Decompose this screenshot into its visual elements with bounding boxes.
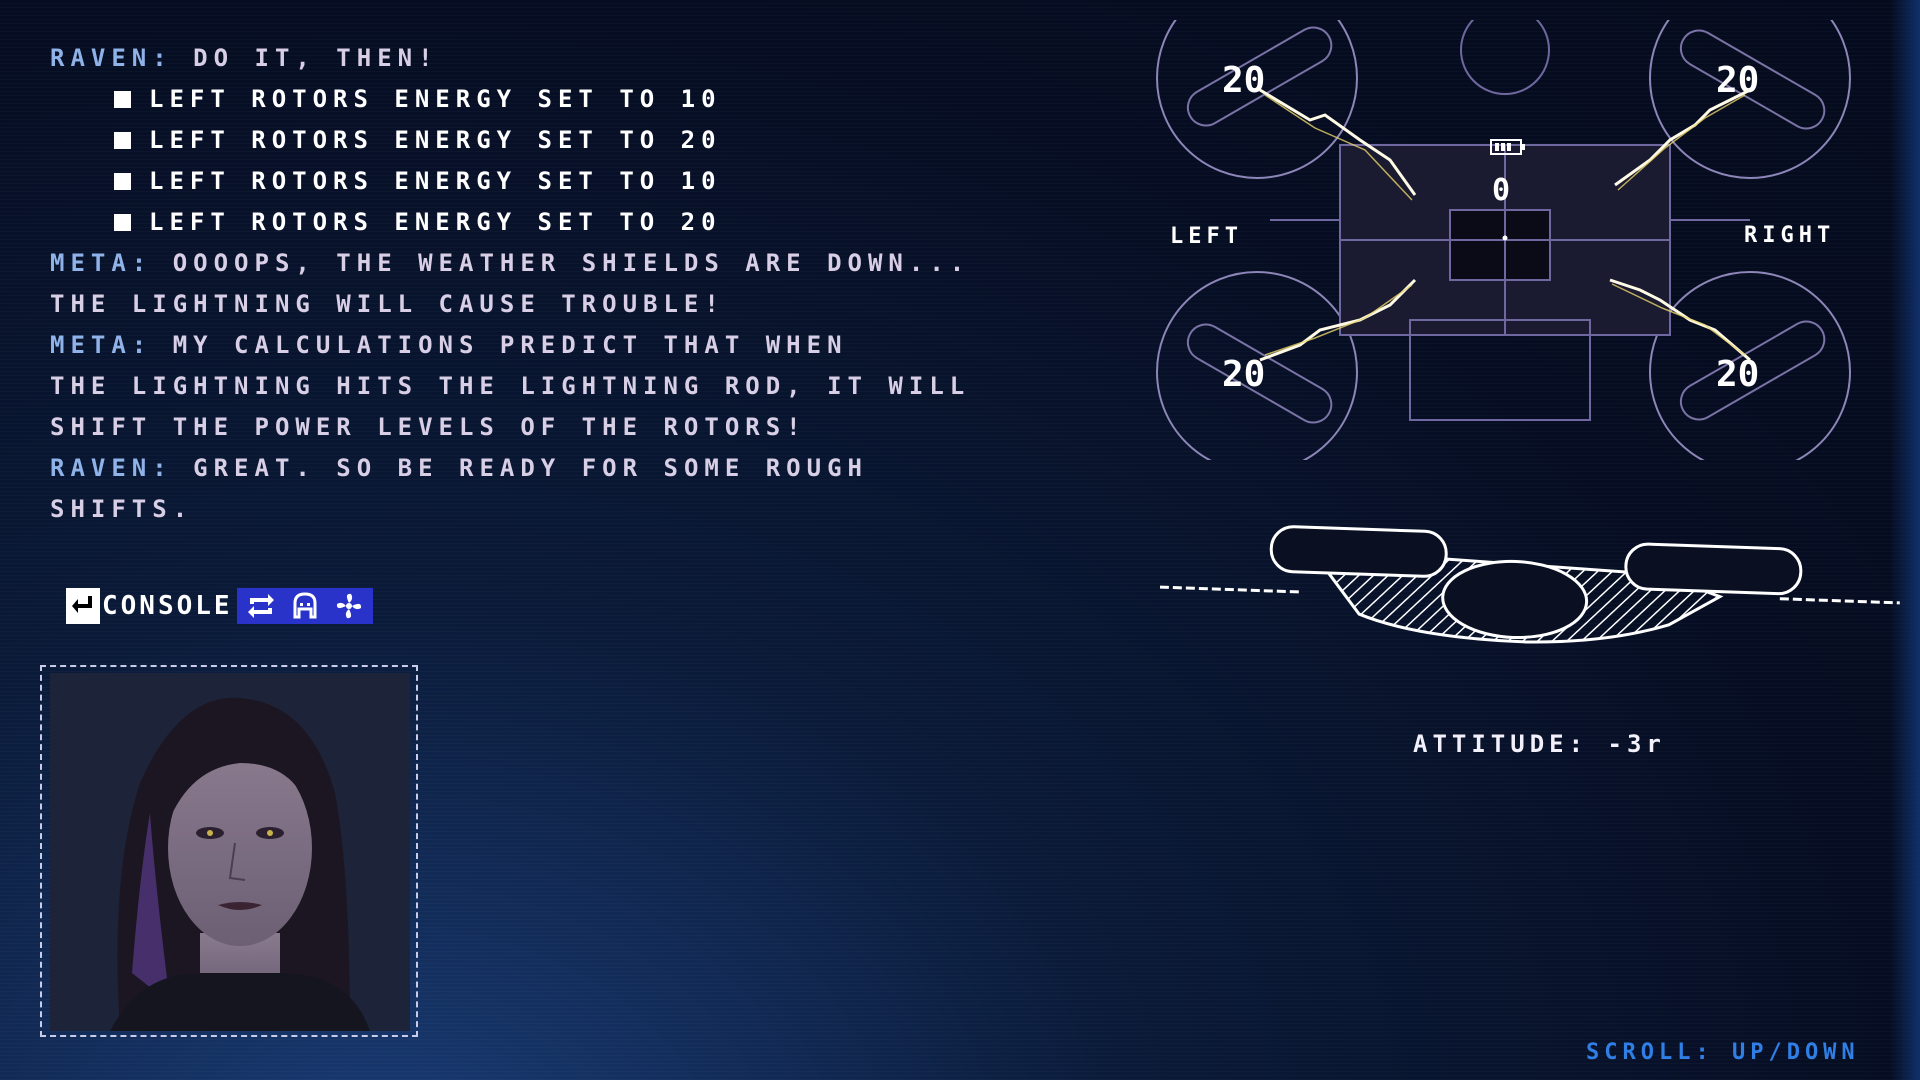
rotor-bottom-left-value: 20: [1222, 354, 1265, 395]
dialogue-text: SHIFTS.: [50, 495, 194, 523]
rotor-bottom-left: 20: [1156, 271, 1358, 460]
fan-button[interactable]: [333, 590, 365, 622]
rotor-bottom-right: 20: [1649, 271, 1851, 460]
rotor-bottom-right-value: 20: [1716, 354, 1759, 395]
speaker-name: RAVEN:: [50, 454, 173, 482]
dialogue-text: THE LIGHTNING HITS THE LIGHTNING ROD, IT…: [50, 372, 971, 400]
drone-body-side: [1160, 525, 1900, 644]
command-text: LEFT ROTORS ENERGY SET TO 20: [149, 208, 722, 236]
portrait-frame: [40, 665, 418, 1037]
character-portrait: [50, 673, 410, 1031]
speaker-name: META:: [50, 249, 153, 277]
attitude-readout: ATTITUDE: -3r: [1413, 730, 1666, 758]
drone-side-view: [1160, 525, 1900, 644]
refresh-button[interactable]: [245, 590, 277, 622]
command-text: LEFT ROTORS ENERGY SET TO 10: [149, 167, 722, 195]
fan-icon: [336, 593, 361, 619]
dialogue-text: SHIFT THE POWER LEVELS OF THE ROTORS!: [50, 413, 807, 441]
command-entry: LEFT ROTORS ENERGY SET TO 10: [50, 79, 1050, 120]
dialogue-text: THE LIGHTNING WILL CAUSE TROUBLE!: [50, 290, 725, 318]
drone-frame: [1270, 20, 1750, 421]
console-enter-button[interactable]: [66, 588, 100, 624]
attitude-label: ATTITUDE:: [1413, 730, 1589, 758]
refresh-icon: [247, 594, 274, 618]
left-label: LEFT: [1170, 224, 1243, 249]
dialogue-line: RAVEN: DO IT, THEN!: [50, 38, 1050, 79]
attitude-unit: r: [1646, 730, 1666, 758]
attitude-value: -3: [1607, 730, 1647, 758]
face-icon: [293, 592, 317, 619]
right-label: RIGHT: [1744, 223, 1835, 248]
bullet-square-icon: [114, 91, 131, 108]
battery-icon: [1490, 139, 1525, 155]
rotor-top-right: 20: [1649, 20, 1851, 179]
dialogue-line: RAVEN: GREAT. SO BE READY FOR SOME ROUGH: [50, 448, 1050, 489]
dialogue-line: META: OOOOPS, THE WEATHER SHIELDS ARE DO…: [50, 243, 1050, 284]
dialogue-line: META: MY CALCULATIONS PREDICT THAT WHEN: [50, 325, 1050, 366]
lightning-bolts: [1259, 88, 1751, 362]
center-power-value: 0: [1492, 173, 1510, 208]
command-entry: LEFT ROTORS ENERGY SET TO 20: [50, 202, 1050, 243]
rotor-top-right-value: 20: [1716, 60, 1759, 101]
dialogue-text: OOOOPS, THE WEATHER SHIELDS ARE DOWN...: [172, 249, 971, 277]
speaker-name: META:: [50, 331, 153, 359]
bullet-square-icon: [114, 173, 131, 190]
raven-portrait-image: [50, 673, 410, 1031]
console-label: CONSOLE: [102, 591, 233, 621]
enter-arrow-icon: [72, 596, 92, 613]
dialogue-text: DO IT, THEN!: [193, 44, 439, 72]
console-bar: CONSOLE: [66, 588, 373, 624]
command-entry: LEFT ROTORS ENERGY SET TO 20: [50, 120, 1050, 161]
face-button[interactable]: [289, 590, 321, 622]
center-dot: [1502, 235, 1508, 241]
lightning-glow: [1264, 94, 1746, 356]
rotor-top-left-value: 20: [1222, 60, 1265, 101]
bullet-square-icon: [114, 214, 131, 231]
drone-top-view: 20 20 20 20: [1156, 20, 1851, 460]
bullet-square-icon: [114, 132, 131, 149]
scroll-hint: SCROLL: UP/DOWN: [1586, 1040, 1860, 1065]
rotor-top-left: 20: [1156, 20, 1358, 179]
speaker-name: RAVEN:: [50, 44, 173, 72]
command-entry: LEFT ROTORS ENERGY SET TO 10: [50, 161, 1050, 202]
console-toolbar: [236, 588, 373, 624]
dialogue-text: MY CALCULATIONS PREDICT THAT WHEN: [172, 331, 848, 359]
screen-edge-glow: [1890, 0, 1920, 1080]
command-text: LEFT ROTORS ENERGY SET TO 10: [149, 85, 722, 113]
dialogue-log[interactable]: RAVEN: DO IT, THEN! LEFT ROTORS ENERGY S…: [50, 38, 1050, 530]
command-text: LEFT ROTORS ENERGY SET TO 20: [149, 126, 722, 154]
dialogue-text: GREAT. SO BE READY FOR SOME ROUGH: [193, 454, 868, 482]
